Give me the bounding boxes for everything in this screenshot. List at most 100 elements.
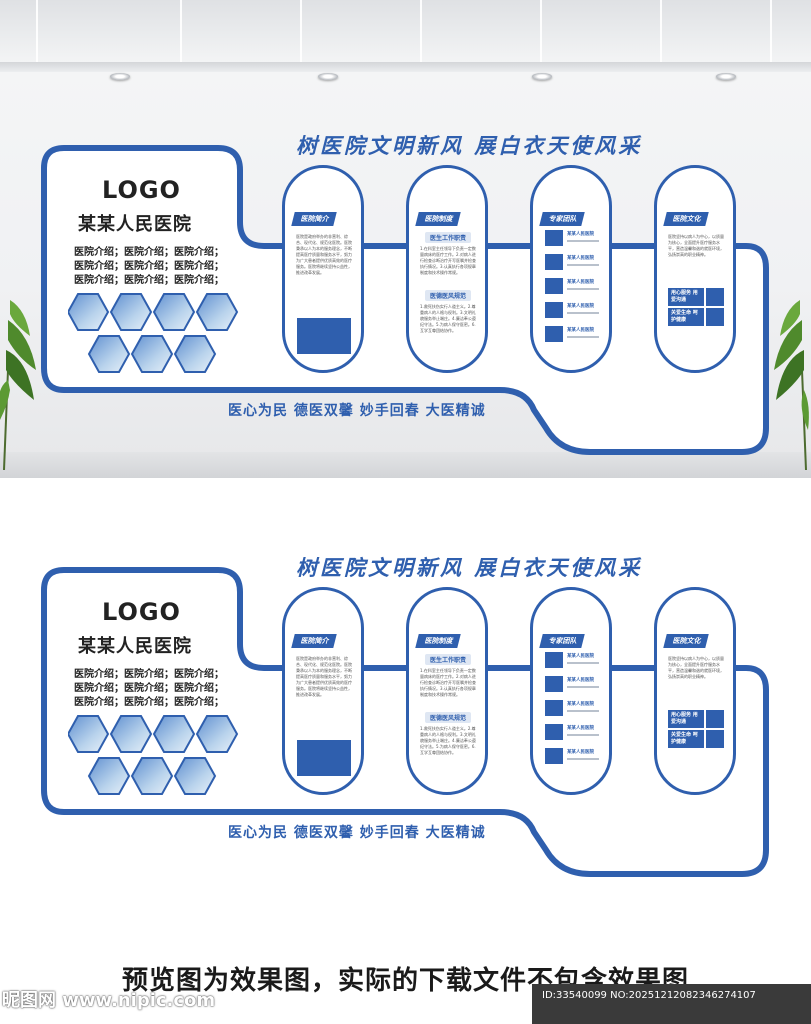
ceiling-edge	[0, 62, 811, 72]
expert-text	[567, 312, 599, 314]
logo-text: LOGO	[102, 598, 181, 626]
slogan-title: 树医院文明新风 展白衣天使风采	[296, 134, 643, 158]
culture-box: 用心服务 用爱沟通	[668, 288, 704, 306]
expert-text	[567, 686, 599, 688]
card-intro: 医院简介 医院是政府举办的非营利、综合、现代化、规范化医院。医院秉承以人为本的服…	[282, 587, 364, 795]
expert-text	[567, 662, 599, 664]
intro-line: 医院介绍；医院介绍；医院介绍；	[74, 247, 224, 258]
blue-track-line	[41, 567, 769, 877]
card-rules: 医院制度 医生工作职责 1.在科室主任领导下负责一定数量病床的医疗工作。2.对病…	[406, 165, 488, 373]
card-text: 1.在科室主任领导下负责一定数量病床的医疗工作。2.对病人进行检查诊断治疗开写医…	[420, 246, 476, 275]
culture-box: 关爱生命 呵护健康	[668, 308, 704, 326]
expert-text	[567, 288, 599, 290]
motto-text: 医心为民 德医双馨 妙手回春 大医精诚	[228, 403, 486, 419]
culture-square	[706, 308, 724, 326]
floor	[0, 452, 811, 478]
hospital-name: 某某人民医院	[78, 636, 192, 657]
card-culture: 医院文化 医院坚持以病人为中心，以质量为核心，全面提升医疗服务水平，营造温馨和谐…	[654, 587, 736, 795]
intro-line: 医院介绍；医院介绍；医院介绍；	[74, 275, 224, 286]
hospital-intro: 医院介绍；医院介绍；医院介绍； 医院介绍；医院介绍；医院介绍； 医院介绍；医院介…	[74, 668, 224, 710]
card-intro: 医院简介 医院是政府举办的非营利、综合、现代化、规范化医院。医院秉承以人为本的服…	[282, 165, 364, 373]
card-text: 1.救死扶伤实行人道主义。2.尊重病人的人格与权利。3.文明礼貌服务举止端庄。4…	[420, 304, 476, 333]
intro-line: 医院介绍；医院介绍；医院介绍；	[74, 683, 224, 694]
card-title: 专家团队	[539, 634, 585, 648]
ceiling-lamp-icon	[318, 73, 338, 80]
ceiling-line	[660, 0, 662, 62]
hexagon-icon	[195, 293, 239, 331]
blue-track-line	[41, 145, 769, 455]
expert-photo	[545, 278, 563, 294]
hospital-name: 某某人民医院	[78, 214, 192, 235]
ceiling-line	[540, 0, 542, 62]
expert-photo	[545, 724, 563, 740]
expert-name: 某某人民医院	[567, 280, 594, 285]
motto-text: 医心为民 德医双馨 妙手回春 大医精诚	[228, 825, 486, 841]
flat-panel-design: 树医院文明新风 展白衣天使风采 LOGO 某某人民医院 医院介绍；医院介绍；医院…	[0, 532, 811, 892]
card-title: 医院简介	[291, 634, 337, 648]
hexagon-icon	[173, 335, 217, 373]
ceiling-lamp-icon	[532, 73, 552, 80]
card-title: 医院文化	[663, 634, 709, 648]
hexagon-icon	[130, 757, 174, 795]
card-team: 专家团队 某某人民医院 某某人民医院 某某人民医院 某某人民医院 某某人民医院	[530, 587, 612, 795]
expert-text	[567, 758, 599, 760]
expert-name: 某某人民医院	[567, 750, 594, 755]
card-rules: 医院制度 医生工作职责 1.在科室主任领导下负责一定数量病床的医疗工作。2.对病…	[406, 587, 488, 795]
card-title: 专家团队	[539, 212, 585, 226]
culture-square	[706, 730, 724, 748]
ceiling-line	[180, 0, 182, 62]
expert-text	[567, 264, 599, 266]
hexagon-icon	[130, 335, 174, 373]
intro-line: 医院介绍；医院介绍；医院介绍；	[74, 669, 224, 680]
expert-text	[567, 710, 599, 712]
expert-name: 某某人民医院	[567, 678, 594, 683]
expert-photo	[545, 302, 563, 318]
card-subtitle: 医德医风规范	[425, 290, 472, 301]
hexagon-icon	[195, 715, 239, 753]
expert-text	[567, 734, 599, 736]
watermark-id: ID:33540099 NO:20251212082346274107	[542, 990, 756, 1001]
expert-photo	[545, 326, 563, 342]
ceiling-lamp-icon	[716, 73, 736, 80]
plant-left-icon	[0, 300, 36, 470]
hexagon-icon	[109, 293, 153, 331]
ceiling-line	[420, 0, 422, 62]
card-text: 医院坚持以病人为中心，以质量为核心，全面提升医疗服务水平，营造温馨和谐的就医环境…	[668, 656, 724, 679]
expert-name: 某某人民医院	[567, 654, 594, 659]
card-photo	[297, 740, 351, 776]
hexagon-icon	[173, 757, 217, 795]
card-text: 医院是政府举办的非营利、综合、现代化、规范化医院。医院秉承以人为本的服务理念，不…	[296, 656, 352, 697]
hexagon-icon	[87, 335, 131, 373]
hexagon-icon	[152, 293, 196, 331]
intro-line: 医院介绍；医院介绍；医院介绍；	[74, 261, 224, 272]
ceiling-lamp-icon	[110, 73, 130, 80]
expert-name: 某某人民医院	[567, 702, 594, 707]
card-text: 医院是政府举办的非营利、综合、现代化、规范化医院。医院秉承以人为本的服务理念，不…	[296, 234, 352, 275]
hexagon-photo-grid	[68, 293, 239, 373]
card-culture: 医院文化 医院坚持以病人为中心，以质量为核心，全面提升医疗服务水平，营造温馨和谐…	[654, 165, 736, 373]
plant-right-icon	[774, 300, 809, 470]
card-text: 1.在科室主任领导下负责一定数量病床的医疗工作。2.对病人进行检查诊断治疗开写医…	[420, 668, 476, 697]
hexagon-icon	[68, 715, 110, 753]
expert-photo	[545, 748, 563, 764]
hexagon-icon	[109, 715, 153, 753]
culture-box: 关爱生命 呵护健康	[668, 730, 704, 748]
card-subtitle: 医德医风规范	[425, 712, 472, 723]
card-title: 医院简介	[291, 212, 337, 226]
expert-photo	[545, 700, 563, 716]
card-team: 专家团队 某某人民医院 某某人民医院 某某人民医院 某某人民医院 某某人民医院	[530, 165, 612, 373]
card-title: 医院制度	[415, 212, 461, 226]
intro-line: 医院介绍；医院介绍；医院介绍；	[74, 697, 224, 708]
expert-text	[567, 336, 599, 338]
expert-photo	[545, 652, 563, 668]
culture-square	[706, 288, 724, 306]
expert-text	[567, 240, 599, 242]
ceiling-line	[300, 0, 302, 62]
expert-name: 某某人民医院	[567, 256, 594, 261]
hospital-intro: 医院介绍；医院介绍；医院介绍； 医院介绍；医院介绍；医院介绍； 医院介绍；医院介…	[74, 246, 224, 288]
expert-name: 某某人民医院	[567, 232, 594, 237]
ceiling-line	[36, 0, 38, 62]
expert-photo	[545, 254, 563, 270]
watermark-site: 昵图网 www.nipic.com	[2, 990, 216, 1011]
card-title: 医院制度	[415, 634, 461, 648]
